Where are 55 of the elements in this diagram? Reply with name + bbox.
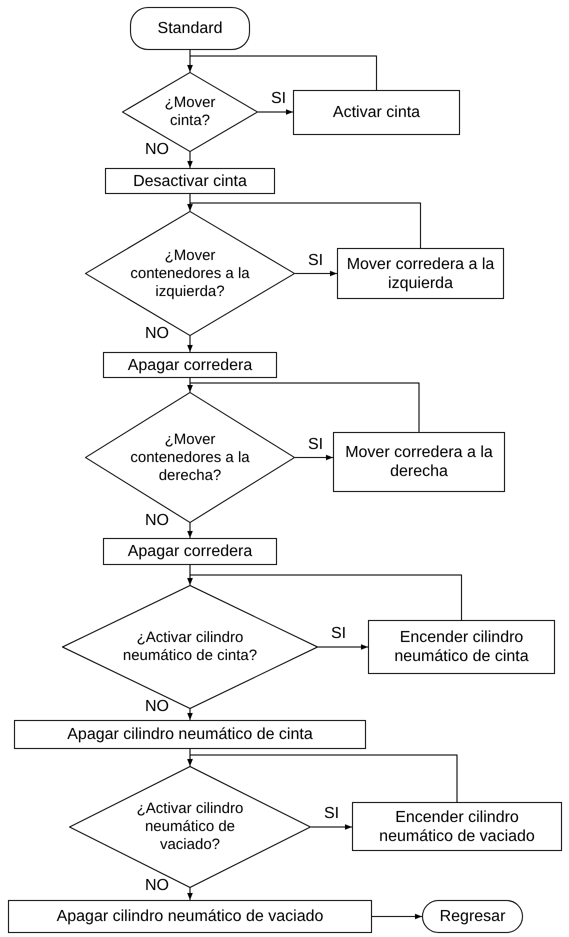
edge-label: SI	[270, 90, 288, 108]
question-text: ¿Mover contenedores a la derecha?	[129, 430, 251, 484]
step-text: Encender cilindro neumático de vaciado	[378, 808, 536, 846]
step-text: Regresar	[440, 907, 506, 926]
process-box	[337, 248, 504, 299]
edge-label: NO	[144, 698, 170, 716]
arrow	[187, 336, 193, 352]
arrow	[318, 644, 368, 650]
terminal-box	[130, 7, 250, 50]
arrow	[294, 270, 338, 276]
process-box	[293, 90, 460, 135]
arrow	[187, 708, 193, 720]
edge-label: NO	[144, 512, 170, 530]
question-text: ¿Activar cilindro neumático de cinta?	[122, 629, 258, 665]
step-text: Activar cinta	[332, 103, 420, 122]
arrow	[187, 522, 193, 538]
process-box	[352, 802, 562, 851]
arrow	[310, 824, 352, 830]
edge-label: NO	[144, 877, 170, 895]
arrow	[372, 914, 422, 920]
edge-label: NO	[144, 141, 170, 159]
question-text: ¿Activar cilindro neumático de vaciado?	[136, 800, 244, 854]
step-text: Apagar corredera	[128, 356, 252, 374]
question-text: ¿Mover contenedores a la izquierda?	[129, 246, 251, 300]
step-text: Apagar cilindro neumático de vaciado	[56, 907, 324, 926]
arrow	[258, 109, 294, 115]
process-box	[8, 900, 372, 933]
step-text: Mover corredera a la derecha	[344, 443, 494, 481]
arrow	[187, 202, 421, 248]
process-box	[103, 538, 277, 565]
arrow	[187, 754, 458, 802]
step-text: Mover corredera a la izquierda	[346, 254, 496, 292]
edge-label: SI	[307, 252, 324, 270]
process-box	[333, 432, 505, 492]
edge-label: SI	[307, 436, 324, 454]
arrow	[187, 382, 420, 432]
edge-label: SI	[330, 625, 348, 643]
edge-label: NO	[144, 325, 170, 343]
arrow	[187, 152, 193, 168]
step-text: Desactivar cinta	[133, 172, 247, 190]
process-box	[14, 720, 366, 749]
process-box	[103, 352, 277, 378]
question-text: ¿Mover cinta?	[164, 94, 216, 130]
arrow	[294, 454, 334, 460]
arrow	[187, 574, 462, 620]
step-text: Encender cilindro neumático de cinta	[393, 628, 530, 666]
arrow	[187, 56, 377, 90]
terminal-box	[422, 900, 523, 933]
edge-label: SI	[323, 805, 340, 823]
step-text: Apagar corredera	[128, 542, 252, 561]
process-box	[368, 620, 555, 674]
step-text: Standard	[158, 19, 222, 38]
process-box	[105, 168, 275, 194]
arrow	[187, 888, 193, 900]
step-text: Apagar cilindro neumático de cinta	[67, 725, 313, 744]
